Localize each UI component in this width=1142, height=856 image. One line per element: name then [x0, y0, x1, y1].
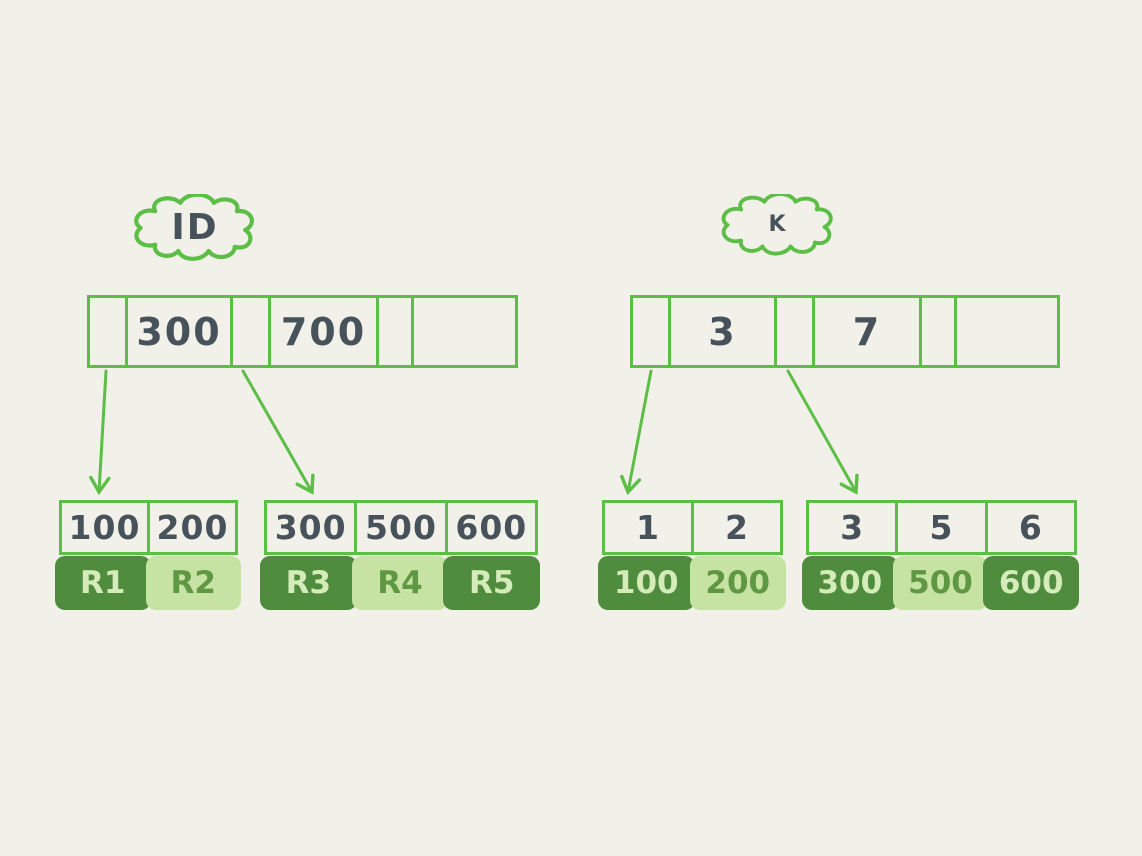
record-cell: 200 [689, 556, 786, 610]
record-cell: R4 [351, 556, 449, 610]
pointer-cell [90, 298, 125, 365]
empty-key-cell [411, 298, 515, 365]
record-cell: 300 [802, 556, 898, 610]
id-cloud: ID [126, 194, 264, 264]
leaf-node-id-2: 300 500 600 [264, 500, 538, 555]
pointer-cell [774, 298, 812, 365]
record-row-id-1: R1 R2 [55, 556, 241, 610]
key-cell: 300 [274, 508, 347, 547]
key-cell: 6 [984, 503, 1074, 552]
key-cell: 3 [668, 298, 774, 365]
record-cell: 600 [983, 556, 1080, 610]
record-row-id-2: R3 R4 R5 [260, 556, 541, 610]
key-cell: 7 [812, 298, 919, 365]
key-cell: 100 [68, 508, 141, 547]
arrow-id-leaf1 [89, 369, 111, 496]
key-cell: 600 [444, 503, 535, 552]
leaf-node-k-2: 3 5 6 [806, 500, 1077, 555]
pointer-cell [633, 298, 668, 365]
pointer-cell [919, 298, 954, 365]
record-cell: 100 [598, 556, 695, 610]
arrow-id-leaf2 [241, 369, 315, 495]
key-cell: 300 [125, 298, 230, 365]
key-cell: 700 [268, 298, 376, 365]
root-node-id: 300 700 [87, 295, 518, 368]
key-cell: 2 [691, 503, 780, 552]
k-cloud: K [708, 194, 848, 258]
arrow-k-leaf2 [786, 369, 859, 495]
record-cell: R3 [260, 556, 357, 610]
id-cloud-label: ID [171, 206, 219, 248]
key-cell: 200 [147, 503, 235, 552]
cloud-icon [721, 194, 833, 256]
leaf-node-id-1: 100 200 [59, 500, 238, 555]
leaf-node-k-1: 1 2 [602, 500, 783, 555]
record-cell: R1 [55, 556, 151, 610]
key-cell: 3 [840, 508, 865, 547]
record-row-k-1: 100 200 [598, 556, 786, 610]
arrow-k-leaf1 [620, 369, 653, 496]
empty-key-cell [954, 298, 1057, 365]
record-row-k-2: 300 500 600 [802, 556, 1080, 610]
key-cell: 5 [895, 503, 984, 552]
cloud-icon [134, 194, 254, 261]
root-node-k: 3 7 [630, 295, 1060, 368]
record-cell: 500 [892, 556, 989, 610]
k-cloud-label: K [768, 211, 788, 237]
pointer-cell [230, 298, 268, 365]
record-cell: R2 [145, 556, 241, 610]
record-cell: R5 [443, 556, 541, 610]
key-cell: 500 [354, 503, 444, 552]
pointer-cell [376, 298, 411, 365]
key-cell: 1 [636, 508, 660, 547]
